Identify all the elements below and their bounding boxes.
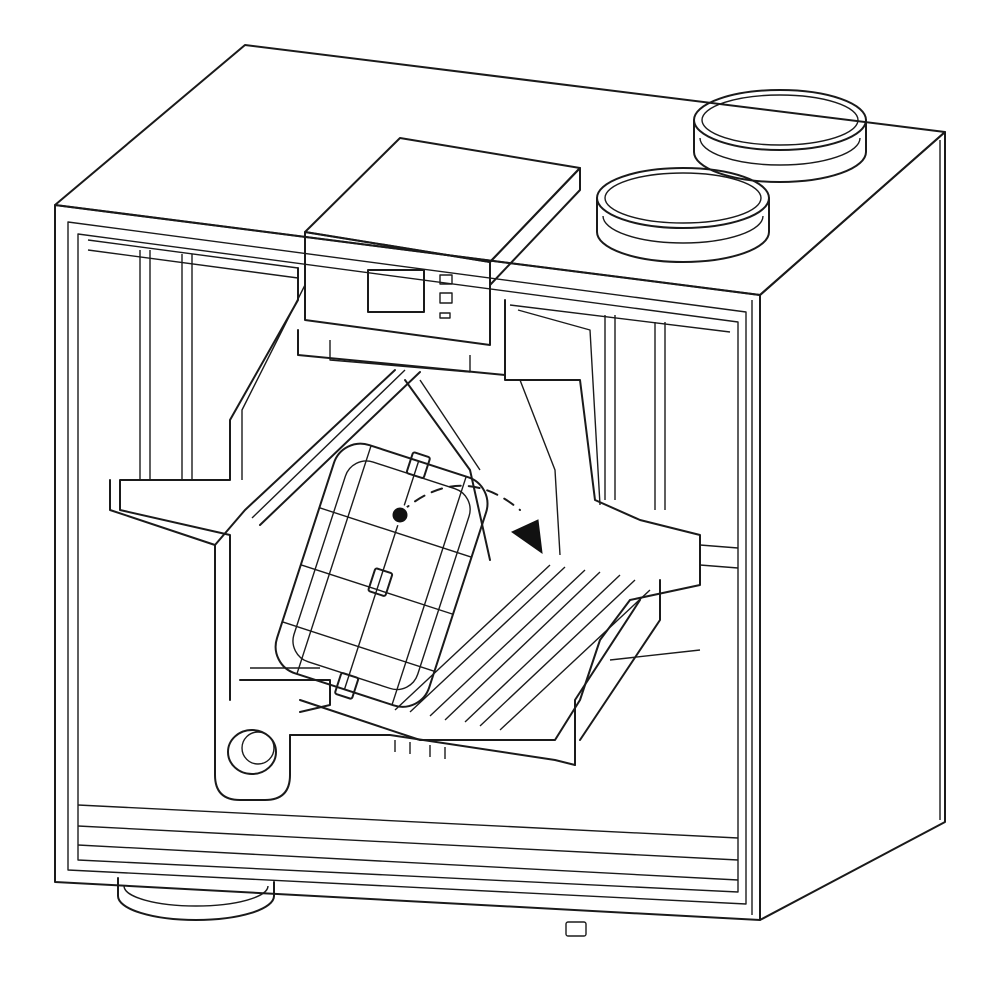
- control-button-1: [439, 274, 453, 285]
- arrow-start-dot: [389, 504, 411, 526]
- control-unit: [304, 137, 581, 346]
- heat-exchanger: [274, 442, 489, 708]
- display-panel: [367, 269, 425, 313]
- control-button-2: [439, 292, 453, 304]
- front-frame-opening: [67, 221, 747, 905]
- curved-dashed-arrow: [389, 484, 543, 555]
- arrow-head-icon: [511, 519, 543, 555]
- housing-front-face: [54, 204, 761, 921]
- duct-spigot-rear: [693, 89, 867, 183]
- duct-spigot-front: [596, 167, 770, 263]
- bypass-cylinder: [227, 729, 277, 775]
- floor-slats: [394, 564, 651, 759]
- housing-side-face: [759, 131, 946, 921]
- duct-spigot-bottom: [117, 877, 275, 921]
- housing: [54, 44, 946, 921]
- control-button-3: [439, 312, 451, 319]
- interior-cavity: [87, 239, 739, 801]
- housing-top-face: [54, 44, 946, 296]
